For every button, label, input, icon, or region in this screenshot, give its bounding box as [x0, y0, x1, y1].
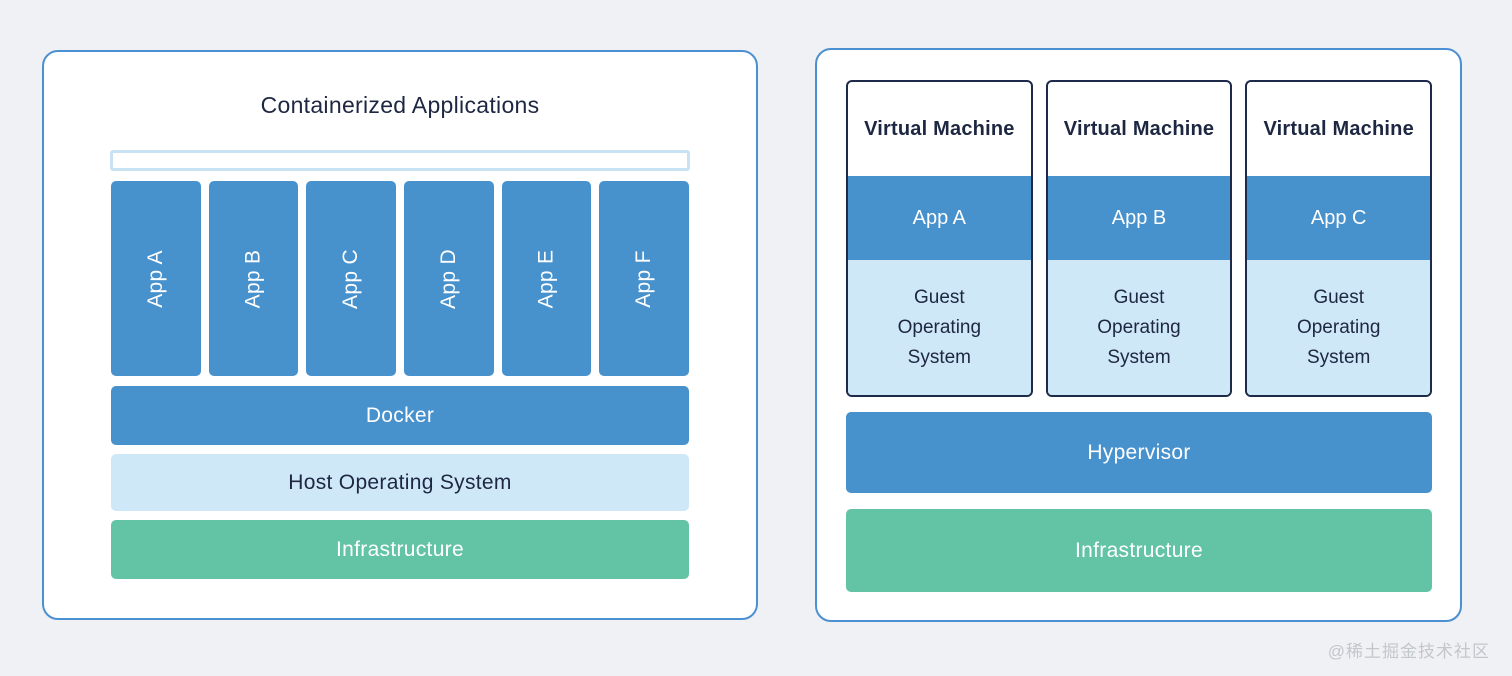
- containers-panel: Containerized Applications App A App B A…: [42, 50, 758, 620]
- host-os-layer: Host Operating System: [111, 454, 689, 511]
- container-app-d-label: App D: [436, 248, 460, 309]
- container-app-d: App D: [404, 181, 494, 376]
- hypervisor-layer: Hypervisor: [846, 412, 1432, 493]
- container-app-f-label: App F: [632, 249, 656, 308]
- docker-layer: Docker: [111, 386, 689, 445]
- vm-box-2: Virtual Machine App B Guest Operating Sy…: [1045, 80, 1233, 397]
- vm-3-guest-os: Guest Operating System: [1247, 260, 1431, 395]
- infrastructure-layer-left: Infrastructure: [111, 520, 689, 579]
- vms-panel: Virtual Machine App A Guest Operating Sy…: [815, 48, 1462, 622]
- container-app-b-label: App B: [241, 249, 265, 308]
- container-app-b: App B: [208, 181, 299, 376]
- vm-3-app: App C: [1247, 176, 1431, 260]
- vm-1-guest-os: Guest Operating System: [848, 260, 1031, 395]
- vm-box-1: Virtual Machine App A Guest Operating Sy…: [846, 80, 1033, 397]
- container-app-c-label: App C: [339, 248, 363, 309]
- vm-2-title: Virtual Machine: [1063, 117, 1215, 140]
- container-app-f: App F: [599, 181, 690, 376]
- container-apps-row: App A App B App C App D App E App F: [111, 181, 690, 376]
- container-app-e-label: App E: [534, 249, 558, 308]
- container-app-a: App A: [111, 181, 201, 376]
- container-tray-outline: [110, 150, 690, 171]
- vm-box-3: Virtual Machine App C Guest Operating Sy…: [1245, 80, 1433, 397]
- containers-panel-title: Containerized Applications: [260, 92, 540, 118]
- container-app-c: App C: [306, 181, 397, 376]
- container-app-e: App E: [501, 181, 592, 376]
- vm-2-guest-os: Guest Operating System: [1047, 260, 1231, 395]
- vm-1-title: Virtual Machine: [864, 117, 1015, 140]
- vm-1-app: App A: [848, 176, 1031, 260]
- vm-2-app: App B: [1047, 176, 1231, 260]
- infrastructure-layer-right: Infrastructure: [846, 509, 1432, 592]
- watermark-text: @稀土掘金技术社区: [1327, 642, 1490, 661]
- vm-3-title: Virtual Machine: [1263, 117, 1414, 140]
- vm-row: Virtual Machine App A Guest Operating Sy…: [846, 80, 1433, 397]
- container-app-a-label: App A: [143, 249, 167, 308]
